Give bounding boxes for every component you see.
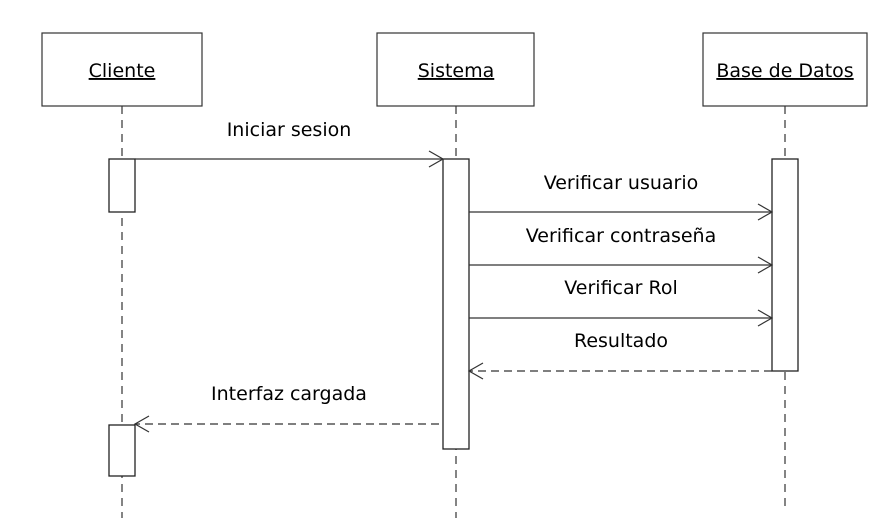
activation-cliente-2 — [108, 424, 136, 477]
message-label: Interfaz cargada — [211, 383, 367, 405]
message-label: Verificar Rol — [564, 277, 677, 299]
message-label: Resultado — [574, 330, 668, 352]
participant-label-sistema: Sistema — [418, 60, 495, 82]
message-verificar-rol: Verificar Rol — [469, 277, 774, 327]
arrowhead-open — [133, 415, 150, 433]
activation-base-de-datos — [771, 158, 799, 372]
message-label: Verificar usuario — [544, 172, 699, 194]
message-verificar-usuario: Verificar usuario — [469, 172, 774, 221]
arrowhead-open — [428, 150, 445, 168]
message-interfaz-cargada: Interfaz cargada — [133, 383, 439, 433]
message-resultado: Resultado — [467, 330, 772, 380]
activation-sistema — [442, 158, 470, 450]
message-label: Iniciar sesion — [227, 119, 352, 141]
participant-label-cliente: Cliente — [89, 60, 156, 82]
participant-box-cliente — [41, 32, 203, 107]
participant-box-base-de-datos — [702, 32, 868, 107]
arrowhead-open — [757, 309, 774, 327]
participant-sistema: Sistema — [376, 32, 535, 107]
participant-cliente: Cliente — [41, 32, 203, 107]
message-label: Verificar contraseña — [526, 225, 717, 247]
participant-box-sistema — [376, 32, 535, 107]
participant-base-de-datos: Base de Datos — [702, 32, 868, 107]
activation-cliente-1 — [108, 158, 136, 213]
arrowhead-open — [757, 203, 774, 221]
arrowhead-open — [467, 362, 484, 380]
arrowhead-open — [757, 256, 774, 274]
message-verificar-contrasena: Verificar contraseña — [469, 225, 774, 274]
message-iniciar-sesion: Iniciar sesion — [135, 119, 445, 168]
participant-label-base-de-datos: Base de Datos — [716, 60, 853, 82]
